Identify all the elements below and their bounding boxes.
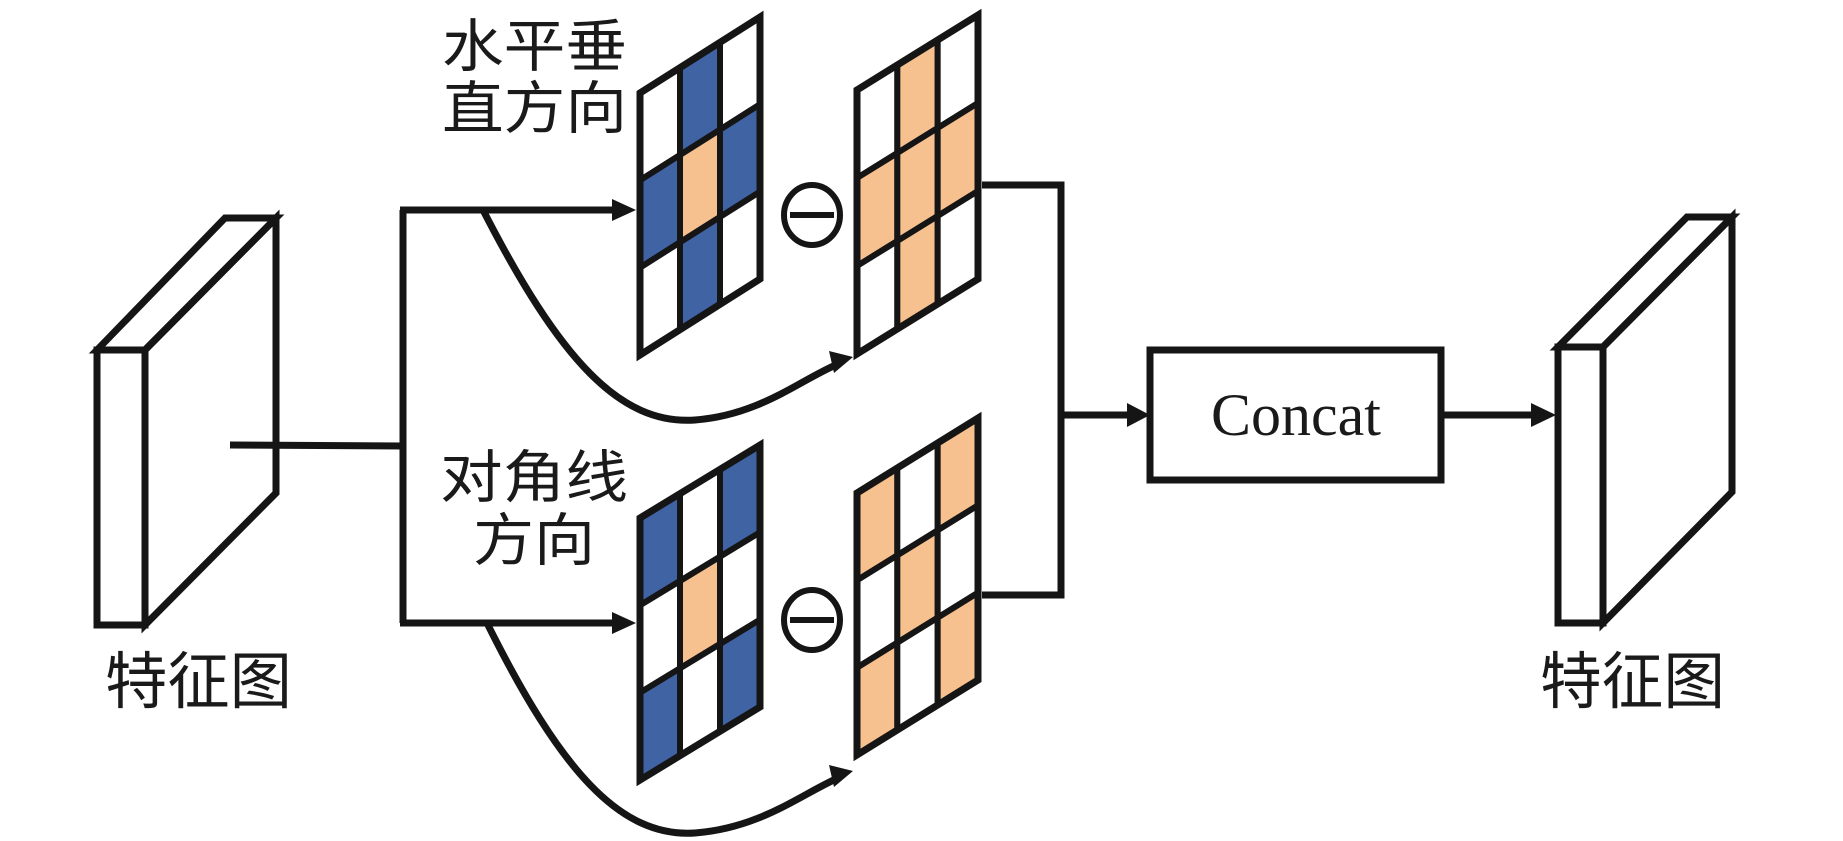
output-feature-map xyxy=(1549,208,1741,632)
output-feature-map-label: 特征图 xyxy=(1540,645,1725,718)
bottom-kernel-arrowhead xyxy=(612,612,636,634)
bottom-skip-curve xyxy=(483,621,840,837)
grid-outline xyxy=(636,10,764,362)
top-kernel-grid xyxy=(636,10,764,362)
input-feature-map-top xyxy=(88,214,285,354)
concat-input-arrowhead xyxy=(1127,403,1150,427)
grid-outline xyxy=(636,438,764,787)
bottom-minus-operator xyxy=(781,587,843,653)
output-feature-map-top xyxy=(1549,213,1741,351)
grid-outline xyxy=(853,411,982,762)
bottom-branch-label-line2: 方向 xyxy=(473,508,595,574)
minus-circle-icon xyxy=(781,587,843,653)
top-skip-arrowhead xyxy=(829,351,853,373)
output-feature-map-front xyxy=(1554,343,1607,627)
grid-outline xyxy=(853,8,982,361)
output-arrowhead xyxy=(1531,403,1556,427)
concat-label: Concat xyxy=(1211,382,1381,448)
top-minus-operator xyxy=(781,182,843,248)
top-output-line xyxy=(982,181,1065,599)
top-branch-label-line2: 直方向 xyxy=(442,76,627,142)
top-result-grid xyxy=(853,8,982,361)
top-branch-label-line1: 水平垂 xyxy=(442,14,627,80)
minus-circle-icon xyxy=(781,182,843,248)
bottom-result-grid xyxy=(853,411,982,762)
input-feature-map-label: 特征图 xyxy=(105,645,292,718)
input-connector-line xyxy=(229,441,404,450)
bottom-skip-arrowhead xyxy=(829,765,853,787)
input-feature-map xyxy=(88,209,285,634)
input-feature-map-front xyxy=(93,346,149,629)
top-kernel-arrowhead xyxy=(612,199,636,221)
bottom-branch-label-line1: 对角线 xyxy=(440,445,628,511)
top-skip-curve xyxy=(479,208,840,424)
bottom-kernel-grid xyxy=(636,438,764,787)
